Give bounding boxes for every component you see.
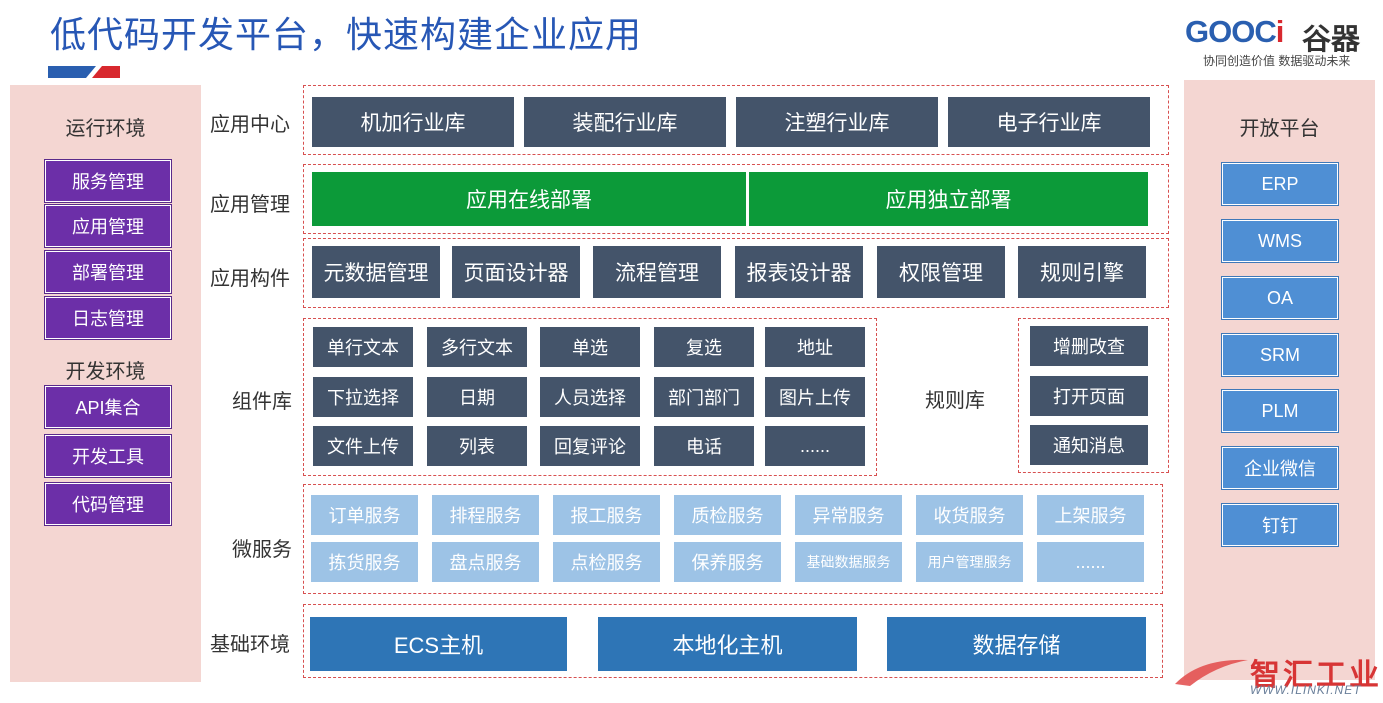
watermark-swoosh-icon [1175, 659, 1248, 686]
company-logo: GOOCi 谷器 协同创造价值 数据驱动未来 [1185, 12, 1365, 72]
dev-item-dev-tools[interactable]: 开发工具 [45, 435, 171, 477]
page-title: 低代码开发平台，快速构建企业应用 [50, 14, 643, 55]
rule-crud[interactable]: 增删改查 [1030, 326, 1148, 366]
app-component-group [303, 238, 1169, 308]
infrastructure-group [303, 604, 1163, 678]
widget-multi-text[interactable]: 多行文本 [427, 327, 527, 367]
infra-ecs-host[interactable]: ECS主机 [310, 617, 567, 671]
platform-item-dingtalk[interactable]: 钉钉 [1222, 504, 1338, 546]
rule-open-page[interactable]: 打开页面 [1030, 376, 1148, 416]
widget-dropdown[interactable]: 下拉选择 [313, 377, 413, 417]
widget-list[interactable]: 列表 [427, 426, 527, 466]
service-scheduling[interactable]: 排程服务 [432, 495, 539, 535]
widget-checkbox[interactable]: 复选 [654, 327, 754, 367]
widget-file-upload[interactable]: 文件上传 [313, 426, 413, 466]
widget-image-upload[interactable]: 图片上传 [765, 377, 865, 417]
logo-slogan: 协同创造价值 数据驱动未来 [1203, 54, 1351, 68]
component-workflow[interactable]: 流程管理 [593, 246, 721, 298]
widget-more[interactable]: ...... [765, 426, 865, 466]
micro-service-group [303, 484, 1163, 594]
dev-env-title: 开发环境 [65, 361, 146, 383]
row-label-app-component: 应用构件 [210, 268, 290, 290]
runtime-item-deploy-manage[interactable]: 部署管理 [45, 251, 171, 293]
row-label-micro-service: 微服务 [232, 539, 292, 561]
platform-item-plm[interactable]: PLM [1222, 390, 1338, 432]
watermark-text: 智汇工业 [1250, 659, 1382, 692]
platform-item-wecom[interactable]: 企业微信 [1222, 447, 1338, 489]
dev-item-code-manage[interactable]: 代码管理 [45, 483, 171, 525]
service-shelving[interactable]: 上架服务 [1037, 495, 1144, 535]
service-base-data[interactable]: 基础数据服务 [795, 542, 902, 582]
service-inventory[interactable]: 盘点服务 [432, 542, 539, 582]
component-lib-group [303, 318, 877, 476]
title-accent-stripe [48, 66, 120, 78]
service-user-manage[interactable]: 用户管理服务 [916, 542, 1023, 582]
infra-data-storage[interactable]: 数据存储 [887, 617, 1146, 671]
left-panel: 运行环境 服务管理 应用管理 部署管理 日志管理 开发环境 API集合 开发工具… [10, 85, 201, 682]
rule-lib-label: 规则库 [925, 390, 985, 412]
platform-item-oa[interactable]: OA [1222, 277, 1338, 319]
widget-single-text[interactable]: 单行文本 [313, 327, 413, 367]
runtime-item-log-manage[interactable]: 日志管理 [45, 297, 171, 339]
app-center-assembly[interactable]: 装配行业库 [524, 97, 726, 147]
service-inspection[interactable]: 点检服务 [553, 542, 660, 582]
watermark-url: WWW.ILINKI.NET [1250, 683, 1362, 697]
component-page-designer[interactable]: 页面设计器 [452, 246, 580, 298]
app-manage-group [303, 164, 1169, 234]
service-exception[interactable]: 异常服务 [795, 495, 902, 535]
component-permission[interactable]: 权限管理 [877, 246, 1005, 298]
service-order[interactable]: 订单服务 [311, 495, 418, 535]
app-online-deploy[interactable]: 应用在线部署 [312, 172, 746, 226]
row-label-infrastructure: 基础环境 [210, 634, 290, 656]
rule-lib-group [1018, 318, 1169, 473]
service-maintenance[interactable]: 保养服务 [674, 542, 781, 582]
row-label-app-manage: 应用管理 [210, 194, 290, 216]
service-more[interactable]: ...... [1037, 542, 1144, 582]
component-metadata[interactable]: 元数据管理 [312, 246, 440, 298]
app-center-electronics[interactable]: 电子行业库 [948, 97, 1150, 147]
platform-item-wms[interactable]: WMS [1222, 220, 1338, 262]
widget-phone[interactable]: 电话 [654, 426, 754, 466]
runtime-item-service-manage[interactable]: 服务管理 [45, 160, 171, 202]
component-report-designer[interactable]: 报表设计器 [735, 246, 863, 298]
platform-item-erp[interactable]: ERP [1222, 163, 1338, 205]
runtime-env-title: 运行环境 [65, 118, 146, 140]
logo-chinese-text: 谷器 [1302, 24, 1361, 56]
right-panel: 开放平台 ERP WMS OA SRM PLM 企业微信 钉钉 [1184, 80, 1375, 680]
infra-local-host[interactable]: 本地化主机 [598, 617, 857, 671]
row-label-component-lib: 组件库 [232, 391, 292, 413]
row-label-app-center: 应用中心 [210, 114, 290, 136]
service-picking[interactable]: 拣货服务 [311, 542, 418, 582]
platform-item-srm[interactable]: SRM [1222, 334, 1338, 376]
component-rule-engine[interactable]: 规则引擎 [1018, 246, 1146, 298]
app-center-group [303, 85, 1169, 155]
widget-person-picker[interactable]: 人员选择 [540, 377, 640, 417]
app-standalone-deploy[interactable]: 应用独立部署 [749, 172, 1148, 226]
service-work-report[interactable]: 报工服务 [553, 495, 660, 535]
widget-radio[interactable]: 单选 [540, 327, 640, 367]
app-center-machining[interactable]: 机加行业库 [312, 97, 514, 147]
widget-address[interactable]: 地址 [765, 327, 865, 367]
service-receiving[interactable]: 收货服务 [916, 495, 1023, 535]
runtime-item-app-manage[interactable]: 应用管理 [45, 205, 171, 247]
widget-reply-comment[interactable]: 回复评论 [540, 426, 640, 466]
open-platform-title: 开放平台 [1239, 118, 1320, 140]
app-center-injection[interactable]: 注塑行业库 [736, 97, 938, 147]
widget-date[interactable]: 日期 [427, 377, 527, 417]
widget-department[interactable]: 部门部门 [654, 377, 754, 417]
logo-text: GOOCi [1185, 14, 1284, 49]
rule-notify[interactable]: 通知消息 [1030, 425, 1148, 465]
dev-item-api[interactable]: API集合 [45, 386, 171, 428]
service-quality[interactable]: 质检服务 [674, 495, 781, 535]
